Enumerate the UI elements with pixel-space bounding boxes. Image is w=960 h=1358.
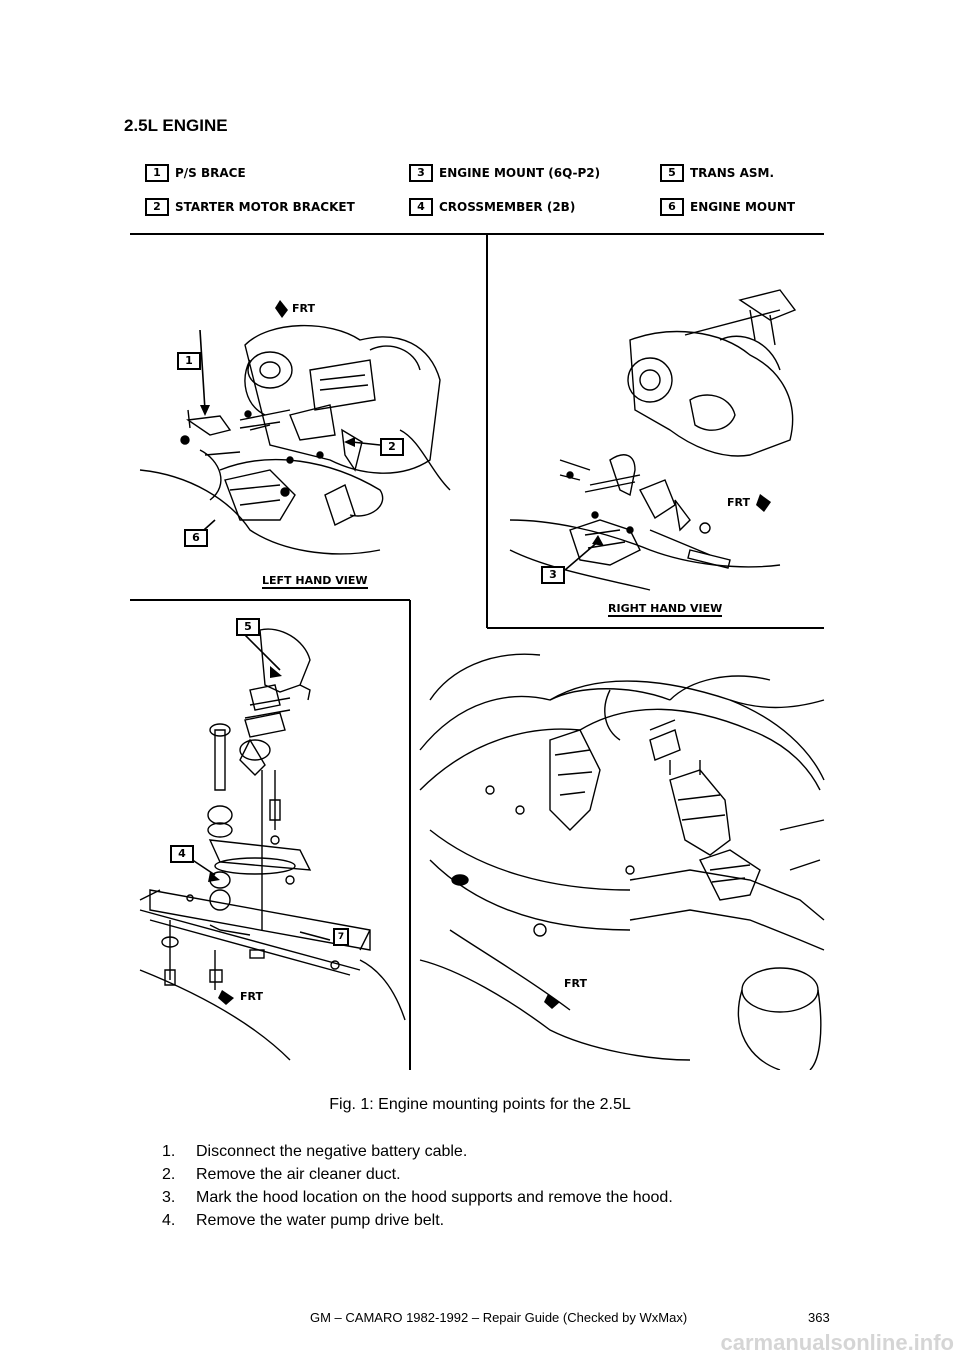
watermark: carmanualsonline.info bbox=[720, 1330, 955, 1355]
legend-label: CROSSMEMBER (2B) bbox=[439, 200, 576, 214]
legend-item-4: 4 CROSSMEMBER (2B) bbox=[409, 198, 575, 216]
step-text: Disconnect the negative battery cable. bbox=[196, 1143, 468, 1160]
step-item: 3. Mark the hood location on the hood sup… bbox=[162, 1186, 673, 1209]
step-item: 4. Remove the water pump drive belt. bbox=[162, 1209, 673, 1232]
step-number: 4. bbox=[162, 1212, 176, 1229]
legend-item-3: 3 ENGINE MOUNT (6Q-P2) bbox=[409, 164, 600, 182]
step-text: Remove the air cleaner duct. bbox=[196, 1166, 401, 1183]
legend-number: 4 bbox=[409, 198, 433, 216]
callout-7: 7 bbox=[333, 928, 349, 946]
left-hand-view-label: LEFT HAND VIEW bbox=[262, 574, 368, 589]
step-text: Remove the water pump drive belt. bbox=[196, 1212, 445, 1229]
step-item: 1. Disconnect the negative battery cable. bbox=[162, 1140, 673, 1163]
frt-label-frame: FRT bbox=[564, 977, 587, 990]
frt-label-crossmember: FRT bbox=[240, 990, 263, 1003]
frt-label-left: FRT bbox=[292, 302, 315, 315]
legend-item-1: 1 P/S BRACE bbox=[145, 164, 246, 182]
legend-label: ENGINE MOUNT (6Q-P2) bbox=[439, 166, 601, 180]
callout-3: 3 bbox=[541, 566, 565, 584]
legend-item-5: 5 TRANS ASM. bbox=[660, 164, 774, 182]
legend-number: 1 bbox=[145, 164, 169, 182]
footer-text: GM – CAMARO 1982-1992 – Repair Guide (Ch… bbox=[310, 1310, 688, 1325]
figure-caption: Fig. 1: Engine mounting points for the 2… bbox=[329, 1096, 631, 1113]
legend-number: 6 bbox=[660, 198, 684, 216]
callout-6: 6 bbox=[184, 529, 208, 547]
legend-label: TRANS ASM. bbox=[690, 166, 775, 180]
legend-label: STARTER MOTOR BRACKET bbox=[175, 200, 355, 214]
step-item: 2. Remove the air cleaner duct. bbox=[162, 1163, 673, 1186]
legend-label: P/S BRACE bbox=[175, 166, 246, 180]
legend-number: 3 bbox=[409, 164, 433, 182]
legend-item-2: 2 STARTER MOTOR BRACKET bbox=[145, 198, 355, 216]
legend-number: 5 bbox=[660, 164, 684, 182]
legend-number: 2 bbox=[145, 198, 169, 216]
legend-label: ENGINE MOUNT bbox=[690, 200, 796, 214]
engine-mount-figure: LEFT HAND VIEW RIGHT HAND VIEW 1 2 6 3 5… bbox=[130, 230, 825, 1070]
callout-4: 4 bbox=[170, 845, 194, 863]
page-number: 363 bbox=[808, 1310, 830, 1325]
step-number: 3. bbox=[162, 1189, 176, 1206]
callout-2: 2 bbox=[380, 438, 404, 456]
legend-item-6: 6 ENGINE MOUNT bbox=[660, 198, 795, 216]
callout-5: 5 bbox=[236, 618, 260, 636]
frt-label-right: FRT bbox=[727, 496, 750, 509]
procedure-steps: 1. Disconnect the negative battery cable.… bbox=[162, 1140, 673, 1232]
section-title: 2.5L ENGINE bbox=[124, 116, 228, 135]
callout-1: 1 bbox=[177, 352, 201, 370]
step-number: 2. bbox=[162, 1166, 176, 1183]
step-number: 1. bbox=[162, 1143, 176, 1160]
figure-illustration bbox=[130, 233, 825, 1070]
step-text: Mark the hood location on the hood suppo… bbox=[196, 1189, 673, 1206]
right-hand-view-label: RIGHT HAND VIEW bbox=[608, 602, 723, 617]
